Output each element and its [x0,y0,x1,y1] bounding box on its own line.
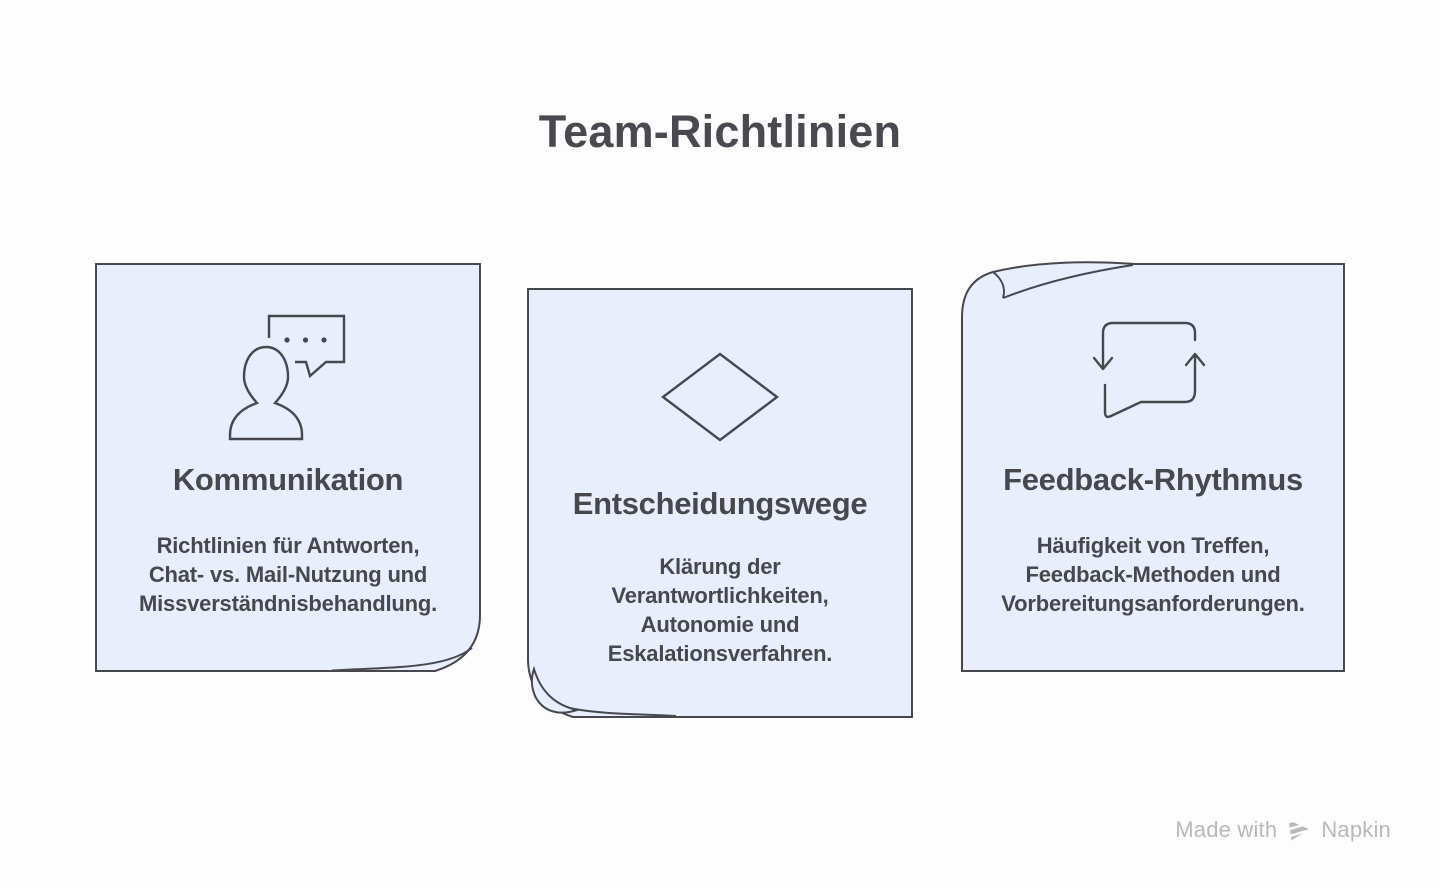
card-title: Kommunikation [172,462,404,497]
card-entscheidungswege: Entscheidungswege Klärung der Verantwort… [527,288,913,718]
person-chat-bubble-icon [223,307,353,447]
made-with-napkin-watermark: Made with Napkin [1175,817,1391,843]
page-title: Team-Richtlinien [538,106,902,157]
watermark-brand: Napkin [1321,817,1391,842]
card-body: Klärung der Verantwortlichkeiten, Autono… [607,554,833,666]
note-shape-curl-bottom-left [527,288,913,718]
card-feedback-rhythmus: Feedback-Rhythmus Häufigkeit von Treffen… [961,261,1345,672]
watermark-prefix: Made with [1175,817,1278,842]
card-body: Häufigkeit von Treffen, Feedback-Methode… [1001,533,1305,616]
feedback-cycle-bubble-icon [1088,305,1218,440]
card-body: Richtlinien für Antworten, Chat- vs. Mai… [139,533,437,616]
card-title: Feedback-Rhythmus [1003,462,1303,497]
decision-diamond-icon [660,351,780,448]
card-title: Entscheidungswege [572,486,868,521]
note-shape-curl-bottom-right [95,263,481,672]
card-kommunikation: Kommunikation Richtlinien für Antworten,… [95,263,481,672]
note-shape-peel-top-left [961,261,1345,672]
napkin-logo-icon [1289,820,1311,841]
